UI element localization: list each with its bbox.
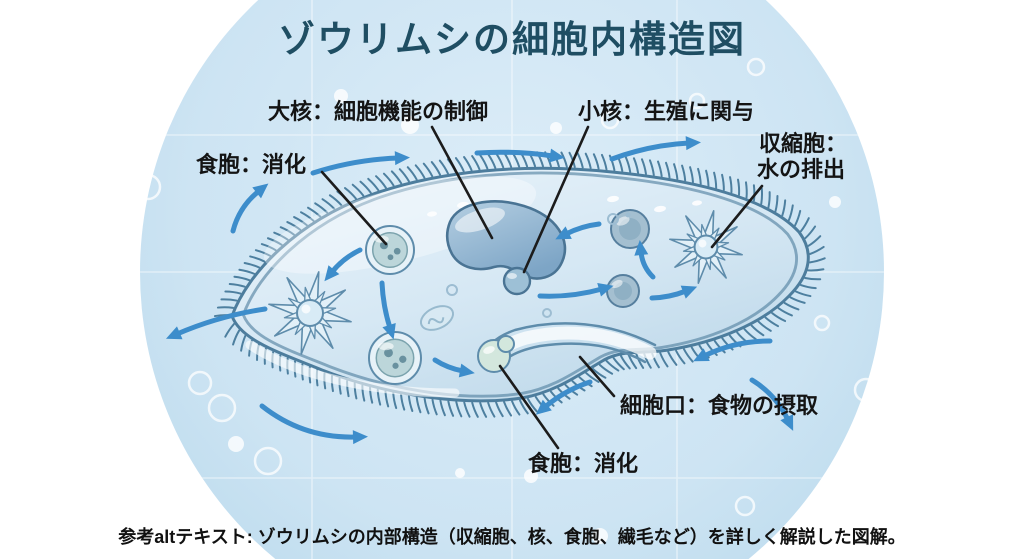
oral-groove bbox=[477, 322, 657, 373]
pointer-cell-mouth bbox=[578, 355, 616, 398]
vesicles bbox=[606, 209, 650, 308]
pointer-food-vacuole-bottom bbox=[498, 364, 560, 450]
pointer-contractile-vacuole bbox=[710, 184, 764, 249]
label-food-vacuole-top: 食胞：消化 bbox=[196, 152, 306, 177]
body-highlights bbox=[245, 176, 702, 398]
cilia-fringe bbox=[213, 151, 826, 418]
label-micronucleus: 小核：生殖に関与 bbox=[578, 99, 754, 124]
pointer-micronucleus bbox=[522, 125, 590, 274]
pointer-food-vacuole-top bbox=[320, 170, 388, 246]
label-macronucleus: 大核：細胞機能の制御 bbox=[268, 99, 488, 124]
label-food-vacuole-bottom: 食胞：消化 bbox=[528, 451, 638, 476]
label-contractile-vacuole-line1: 収縮胞： bbox=[759, 131, 847, 156]
contractile-vacuole-left bbox=[268, 271, 352, 355]
label-cell-mouth: 細胞口：食物の摂取 bbox=[620, 393, 818, 418]
alt-text-caption: 参考altテキスト: ゾウリムシの内部構造（収縮胞、核、食胞、繊毛など）を詳しく… bbox=[118, 526, 905, 547]
diagram-title: ゾウリムシの細胞内構造図 bbox=[278, 19, 746, 60]
mitochondrion bbox=[419, 305, 455, 331]
micronucleus-shape bbox=[502, 266, 532, 296]
flow-arrows bbox=[165, 136, 794, 445]
pointer-lines bbox=[320, 125, 764, 450]
pointer-macronucleus bbox=[430, 125, 494, 240]
label-contractile-vacuole-line2: 水の排出 bbox=[757, 157, 845, 182]
food-vacuoles bbox=[365, 225, 422, 385]
macronucleus-shape bbox=[445, 200, 567, 280]
contractile-vacuole-right bbox=[669, 210, 743, 284]
water-bubbles bbox=[134, 57, 879, 544]
